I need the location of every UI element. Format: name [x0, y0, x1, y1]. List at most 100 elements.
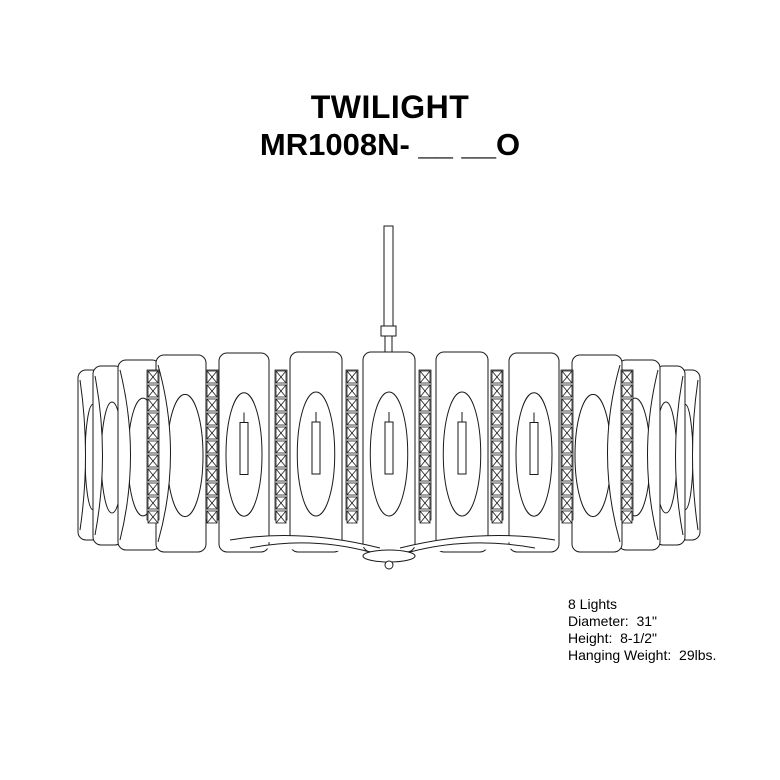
bottom-arm-left-2 — [249, 542, 371, 553]
panel-7 — [362, 351, 416, 553]
crystal-facet — [621, 510, 633, 524]
crystal-facet — [147, 496, 159, 510]
panel-oval — [166, 393, 204, 518]
panel-curve — [607, 364, 621, 543]
candle-sleeve — [457, 421, 467, 475]
candle-sleeve — [239, 422, 249, 475]
crystal-facet — [275, 370, 287, 384]
crystal-facet — [419, 412, 431, 426]
crystal-facet — [206, 482, 218, 496]
crystal-facet — [561, 412, 573, 426]
crystal-strip-6 — [490, 369, 504, 524]
crystal-facet — [621, 412, 633, 426]
panel-9 — [508, 352, 560, 553]
crystal-facet — [275, 482, 287, 496]
crystal-facet — [206, 468, 218, 482]
crystal-facet — [561, 468, 573, 482]
panel-curve — [119, 369, 131, 541]
crystal-facet — [419, 496, 431, 510]
panel-6 — [289, 351, 343, 553]
crystal-strip-8 — [620, 369, 634, 524]
crystal-facet — [621, 496, 633, 510]
model-number: MR1008N- __ __O — [259, 127, 521, 162]
crystal-facet — [275, 496, 287, 510]
crystal-facet — [275, 384, 287, 398]
panel-curve — [157, 364, 171, 543]
stem-coupler — [380, 325, 397, 337]
panel-curve — [94, 375, 103, 536]
panel-curve — [647, 369, 659, 541]
crystal-facet — [419, 454, 431, 468]
crystal-facet — [561, 426, 573, 440]
panel-10 — [571, 354, 623, 553]
crystal-facet — [561, 510, 573, 524]
bottom-finial — [384, 560, 394, 570]
crystal-facet — [491, 440, 503, 454]
crystal-facet — [621, 426, 633, 440]
crystal-facet — [621, 398, 633, 412]
crystal-facet — [206, 370, 218, 384]
crystal-facet — [275, 398, 287, 412]
crystal-facet — [147, 510, 159, 524]
crystal-facet — [621, 440, 633, 454]
crystal-facet — [621, 384, 633, 398]
crystal-facet — [621, 468, 633, 482]
candle-sleeve — [311, 421, 321, 475]
crystal-facet — [346, 398, 358, 412]
crystal-facet — [206, 440, 218, 454]
crystal-facet — [419, 384, 431, 398]
crystal-facet — [491, 454, 503, 468]
crystal-facet — [491, 412, 503, 426]
crystal-facet — [147, 370, 159, 384]
crystal-facet — [206, 426, 218, 440]
bottom-hub — [362, 549, 416, 563]
crystal-facet — [346, 468, 358, 482]
crystal-facet — [561, 440, 573, 454]
crystal-facet — [206, 384, 218, 398]
panel-5 — [218, 352, 270, 553]
crystal-facet — [621, 482, 633, 496]
crystal-facet — [419, 370, 431, 384]
crystal-facet — [561, 454, 573, 468]
crystal-facet — [346, 412, 358, 426]
crystal-facet — [147, 454, 159, 468]
crystal-strip-3 — [274, 369, 288, 524]
crystal-facet — [275, 454, 287, 468]
crystal-facet — [419, 468, 431, 482]
crystal-facet — [147, 440, 159, 454]
panel-curve — [675, 375, 684, 536]
crystal-facet — [491, 370, 503, 384]
crystal-facet — [275, 412, 287, 426]
panel-4 — [155, 354, 207, 553]
stem-rod — [383, 225, 394, 327]
panel-8 — [435, 351, 489, 553]
crystal-strip-4 — [345, 369, 359, 524]
crystal-facet — [561, 482, 573, 496]
crystal-facet — [561, 370, 573, 384]
stem-neck — [384, 335, 393, 355]
crystal-strip-7 — [560, 369, 574, 524]
crystal-strip-1 — [146, 369, 160, 524]
panel-12 — [654, 365, 686, 546]
crystal-facet — [419, 510, 431, 524]
crystal-facet — [275, 510, 287, 524]
crystal-facet — [346, 384, 358, 398]
crystal-facet — [491, 398, 503, 412]
panel-2 — [92, 365, 124, 546]
crystal-facet — [206, 398, 218, 412]
crystal-facet — [275, 440, 287, 454]
crystal-facet — [419, 398, 431, 412]
bottom-arm-right — [399, 535, 556, 549]
spec-weight: Hanging Weight: 29lbs. — [568, 647, 717, 663]
crystal-facet — [147, 482, 159, 496]
crystal-facet — [147, 412, 159, 426]
spec-diameter: Diameter: 31" — [568, 613, 658, 629]
crystal-facet — [491, 496, 503, 510]
spec-list: 8 Lights Diameter: 31" Height: 8-1/2" Ha… — [568, 596, 716, 664]
panel-curve — [79, 379, 86, 531]
crystal-facet — [561, 496, 573, 510]
crystal-facet — [621, 454, 633, 468]
crystal-facet — [147, 384, 159, 398]
crystal-facet — [147, 426, 159, 440]
crystal-strip-2 — [205, 369, 219, 524]
